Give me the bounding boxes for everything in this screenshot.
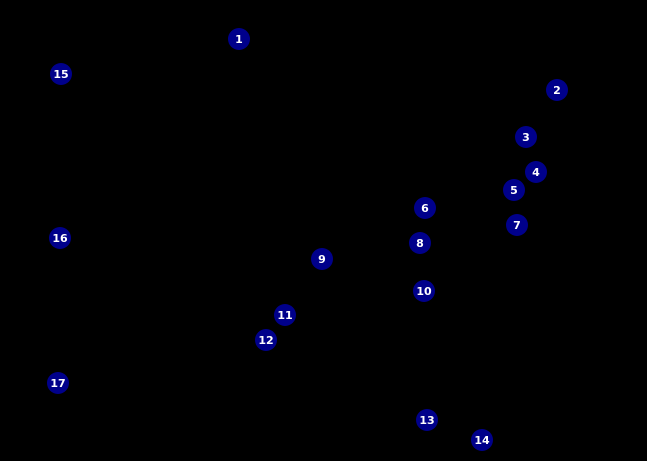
marker-17[interactable]: 17 bbox=[47, 372, 69, 394]
marker-label: 3 bbox=[522, 130, 530, 144]
marker-label: 5 bbox=[510, 183, 518, 197]
marker-7[interactable]: 7 bbox=[506, 214, 528, 236]
marker-label: 14 bbox=[474, 433, 490, 447]
marker-label: 8 bbox=[416, 236, 424, 250]
marker-label: 2 bbox=[553, 83, 561, 97]
marker-label: 4 bbox=[532, 165, 540, 179]
marker-15[interactable]: 15 bbox=[50, 63, 72, 85]
marker-label: 13 bbox=[419, 413, 435, 427]
marker-label: 1 bbox=[235, 32, 243, 46]
marker-label: 10 bbox=[416, 284, 432, 298]
marker-label: 9 bbox=[318, 252, 326, 266]
marker-label: 6 bbox=[421, 201, 429, 215]
marker-6[interactable]: 6 bbox=[414, 197, 436, 219]
marker-9[interactable]: 9 bbox=[311, 248, 333, 270]
marker-label: 12 bbox=[258, 333, 274, 347]
marker-5[interactable]: 5 bbox=[503, 179, 525, 201]
marker-10[interactable]: 10 bbox=[413, 280, 435, 302]
marker-16[interactable]: 16 bbox=[49, 227, 71, 249]
marker-1[interactable]: 1 bbox=[228, 28, 250, 50]
marker-13[interactable]: 13 bbox=[416, 409, 438, 431]
marker-14[interactable]: 14 bbox=[471, 429, 493, 451]
marker-label: 17 bbox=[50, 376, 66, 390]
marker-11[interactable]: 11 bbox=[274, 304, 296, 326]
marker-3[interactable]: 3 bbox=[515, 126, 537, 148]
marker-label: 15 bbox=[53, 67, 69, 81]
marker-2[interactable]: 2 bbox=[546, 79, 568, 101]
marker-label: 16 bbox=[52, 231, 68, 245]
marker-4[interactable]: 4 bbox=[525, 161, 547, 183]
marker-12[interactable]: 12 bbox=[255, 329, 277, 351]
marker-8[interactable]: 8 bbox=[409, 232, 431, 254]
marker-label: 11 bbox=[277, 308, 293, 322]
marker-label: 7 bbox=[513, 218, 521, 232]
